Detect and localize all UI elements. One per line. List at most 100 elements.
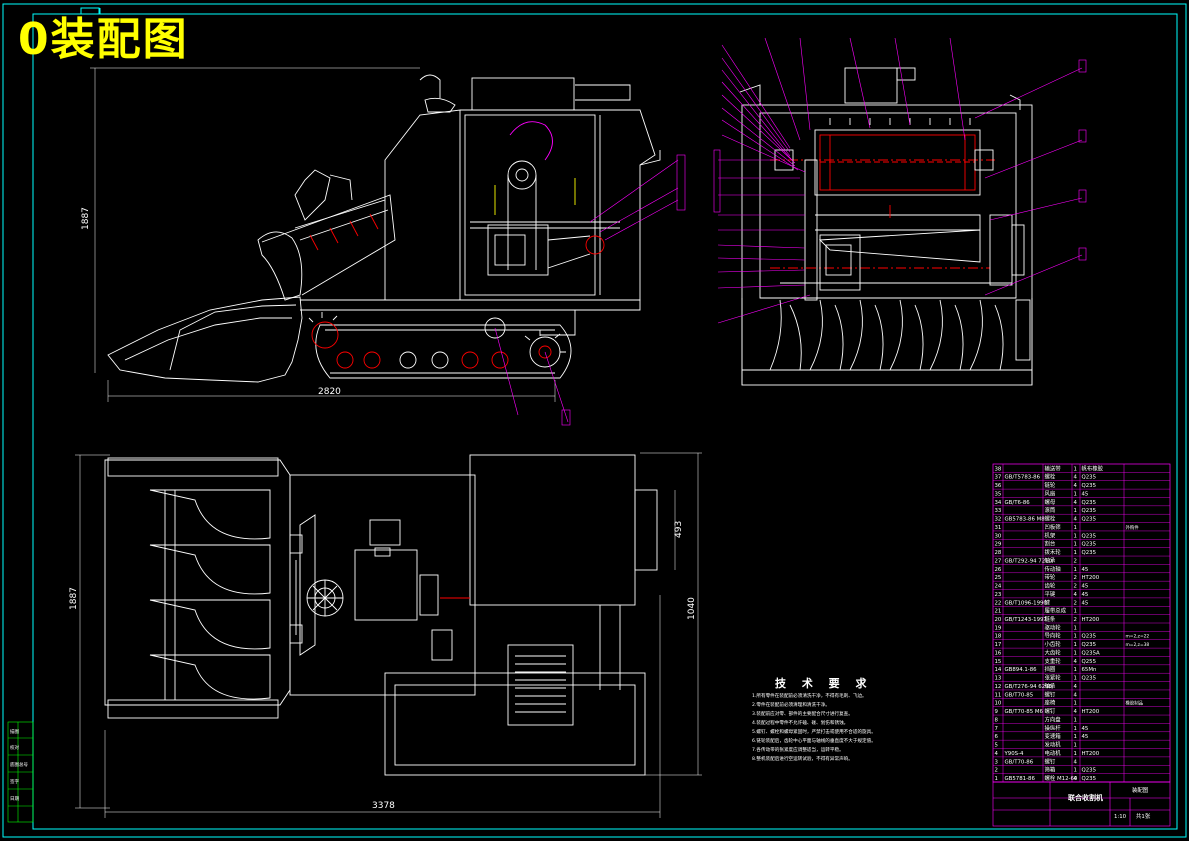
parts-list-cell-material: Q235 bbox=[1082, 517, 1097, 523]
tech-req-line: 5.螺钉、螺栓和螺母紧固时，严禁打击或使用不合适的旋具。 bbox=[752, 728, 876, 735]
parts-list-cell-no: 29 bbox=[995, 542, 1002, 548]
parts-list-cell-name: 凹板筛 bbox=[1045, 523, 1062, 531]
parts-list-cell-name: 传动轴 bbox=[1045, 565, 1061, 573]
parts-list-cell-code: GB/T6-86 bbox=[1005, 500, 1031, 506]
parts-list-cell-name: 链条 bbox=[1045, 615, 1056, 623]
parts-list-cell-name: 螺母 bbox=[1045, 498, 1056, 506]
front-view bbox=[739, 67, 1033, 386]
parts-list-cell-name: 平键 bbox=[1045, 590, 1056, 598]
parts-list-cell-material: 45 bbox=[1082, 734, 1089, 740]
parts-list-cell-name: 机架 bbox=[1045, 531, 1056, 539]
parts-list-cell-no: 7 bbox=[995, 726, 998, 732]
side-elevation-view bbox=[107, 74, 661, 383]
parts-list-cell-name: 轴承 bbox=[1045, 556, 1056, 564]
parts-list-cell-no: 4 bbox=[995, 751, 999, 757]
parts-list-cell-no: 21 bbox=[995, 609, 1002, 615]
parts-list-cell-no: 14 bbox=[995, 667, 1002, 673]
parts-list-cell-qty: 2 bbox=[1074, 558, 1077, 564]
parts-list-cell-no: 15 bbox=[995, 659, 1002, 665]
parts-list-cell-name: 变速箱 bbox=[1045, 732, 1062, 740]
parts-list-cell-name: 螺栓 bbox=[1045, 515, 1056, 523]
parts-list-cell-no: 10 bbox=[995, 701, 1002, 707]
parts-list-cell-qty: 1 bbox=[1074, 525, 1077, 531]
parts-list-cell-name: 带轮 bbox=[1045, 573, 1056, 581]
plan-part-width-dim: 493 bbox=[674, 521, 684, 538]
parts-list-cell-qty: 1 bbox=[1074, 491, 1077, 497]
parts-list-cell-no: 1 bbox=[995, 776, 998, 782]
parts-list-cell-no: 26 bbox=[995, 567, 1002, 573]
parts-list-cell-qty: 4 bbox=[1074, 500, 1078, 506]
parts-list-cell-name: 张紧轮 bbox=[1045, 674, 1062, 682]
parts-list-cell-qty: 1 bbox=[1074, 550, 1077, 556]
parts-list-cell-code: GB5783-86 M8 bbox=[1005, 517, 1046, 523]
side-length-dim: 2820 bbox=[318, 387, 341, 397]
parts-list-cell-code: GB/T1243-1997 bbox=[1005, 617, 1047, 623]
title-block-drawing-no: 装配图 bbox=[1132, 786, 1148, 794]
parts-list-cell-name: 螺栓 M12-60 bbox=[1045, 774, 1078, 782]
parts-list-cell-qty: 1 bbox=[1074, 650, 1077, 656]
parts-list-cell-code: GB/T70-85 M6 bbox=[1005, 709, 1044, 715]
parts-list-cell-material: 45 bbox=[1082, 600, 1089, 606]
parts-list-cell-material: Q235 bbox=[1082, 500, 1097, 506]
parts-list-cell-material: Q235 bbox=[1082, 634, 1097, 640]
tech-req-line: 8.整机装配后进行空运转试验，不得有异常声响。 bbox=[752, 755, 853, 762]
parts-list-cell-qty: 1 bbox=[1074, 508, 1077, 514]
parts-list-cell-material: 45 bbox=[1082, 567, 1089, 573]
parts-list-cell-qty: 1 bbox=[1074, 466, 1077, 472]
parts-list-cell-qty: 4 bbox=[1074, 592, 1078, 598]
parts-list-cell-no: 35 bbox=[995, 491, 1002, 497]
parts-list-cell-qty: 1 bbox=[1074, 533, 1077, 539]
parts-list-cell-no: 36 bbox=[995, 483, 1002, 489]
parts-list-cell-name: 小齿轮 bbox=[1045, 640, 1062, 648]
outer-border bbox=[2, 3, 1187, 838]
parts-list-cell-material: HT200 bbox=[1082, 617, 1100, 623]
parts-list-cell-code: GB5781-86 bbox=[1005, 776, 1036, 782]
parts-list-cell-material: Q235 bbox=[1082, 768, 1097, 774]
left-strip-label: 底图总号 bbox=[10, 761, 28, 768]
plan-length-dim: 3378 bbox=[372, 801, 395, 811]
parts-list-cell-no: 17 bbox=[995, 642, 1002, 648]
parts-list-cell-no: 12 bbox=[995, 684, 1002, 690]
parts-list-cell-qty: 1 bbox=[1074, 751, 1077, 757]
parts-list-cell-no: 13 bbox=[995, 676, 1002, 682]
parts-list-cell-name: 方向盘 bbox=[1045, 715, 1062, 723]
side-elevation-dimensions bbox=[90, 67, 556, 402]
parts-list-cell-material: 帆布橡胶 bbox=[1082, 464, 1104, 472]
parts-list-cell-material: Q255 bbox=[1082, 659, 1097, 665]
parts-list-cell-material: Q235A bbox=[1082, 650, 1101, 656]
parts-list-cell-qty: 1 bbox=[1074, 567, 1077, 573]
drawing-title: 0装配图 bbox=[18, 14, 189, 65]
tech-req-heading: 技 术 要 求 bbox=[775, 676, 873, 690]
parts-list-cell-no: 19 bbox=[995, 625, 1002, 631]
parts-list-cell-name: 螺钉 bbox=[1045, 707, 1056, 715]
parts-list-cell-qty: 1 bbox=[1074, 734, 1077, 740]
parts-list-cell-name: 电动机 bbox=[1045, 749, 1062, 757]
side-leaders bbox=[494, 154, 686, 426]
parts-list-cell-name: 螺钉 bbox=[1045, 757, 1056, 765]
parts-list-cell-name: 座椅 bbox=[1045, 699, 1056, 707]
parts-list-cell-code: GB/T276-94 6208 bbox=[1005, 684, 1053, 690]
parts-list-cell-no: 34 bbox=[995, 500, 1002, 506]
parts-list-cell-qty: 1 bbox=[1074, 726, 1077, 732]
parts-list-cell-no: 2 bbox=[995, 768, 998, 774]
parts-list-cell-no: 30 bbox=[995, 533, 1002, 539]
parts-list-cell-no: 22 bbox=[995, 600, 1002, 606]
parts-list-cell-code: Y90S-4 bbox=[1004, 751, 1025, 757]
title-block bbox=[992, 781, 1171, 827]
left-signature-strip bbox=[7, 721, 34, 823]
parts-list-cell-name: 驱动轮 bbox=[1045, 623, 1062, 631]
parts-list-cell-material: Q235 bbox=[1082, 550, 1097, 556]
parts-list-cell-qty: 2 bbox=[1074, 600, 1077, 606]
left-strip-label: 日期 bbox=[10, 796, 19, 802]
tech-req-line: 1.所有零件在装配前必须清洗干净，不得有毛刺、飞边。 bbox=[752, 692, 867, 699]
side-height-dim: 1887 bbox=[81, 207, 91, 230]
parts-list-cell-no: 28 bbox=[995, 550, 1002, 556]
parts-list-cell-name: 割台 bbox=[1045, 540, 1056, 548]
parts-list-cell-no: 9 bbox=[995, 709, 999, 715]
parts-list-cell-material: 65Mn bbox=[1082, 667, 1097, 673]
parts-list-cell-code: GB/T70-85 bbox=[1005, 692, 1034, 698]
parts-list-cell-material: Q235 bbox=[1082, 475, 1097, 481]
parts-list-cell-material: HT200 bbox=[1082, 709, 1100, 715]
parts-list-cell-no: 8 bbox=[995, 717, 999, 723]
parts-list-cell-note: 橡胶制品 bbox=[1126, 700, 1144, 707]
